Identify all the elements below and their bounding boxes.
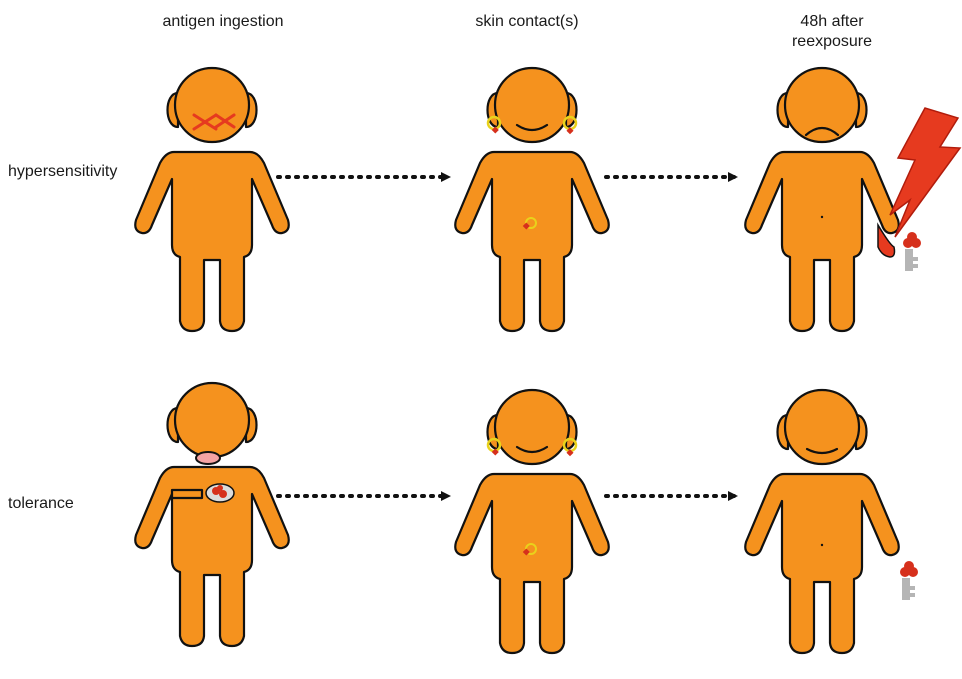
lightning-icon <box>890 108 960 237</box>
figure-hypersensitivity-skin-contact <box>455 68 609 331</box>
key-icon <box>903 232 921 271</box>
key-icon <box>900 561 918 600</box>
figure-tolerance-reexposure <box>745 390 899 653</box>
figure-hypersensitivity-ingestion <box>135 68 289 331</box>
figure-tolerance-skin-contact <box>455 390 609 653</box>
figure-tolerance-ingestion <box>135 383 289 646</box>
open-mouth-icon <box>196 452 220 464</box>
plate-with-antigen-icon <box>206 484 234 502</box>
figure-hypersensitivity-reexposure <box>745 68 899 331</box>
